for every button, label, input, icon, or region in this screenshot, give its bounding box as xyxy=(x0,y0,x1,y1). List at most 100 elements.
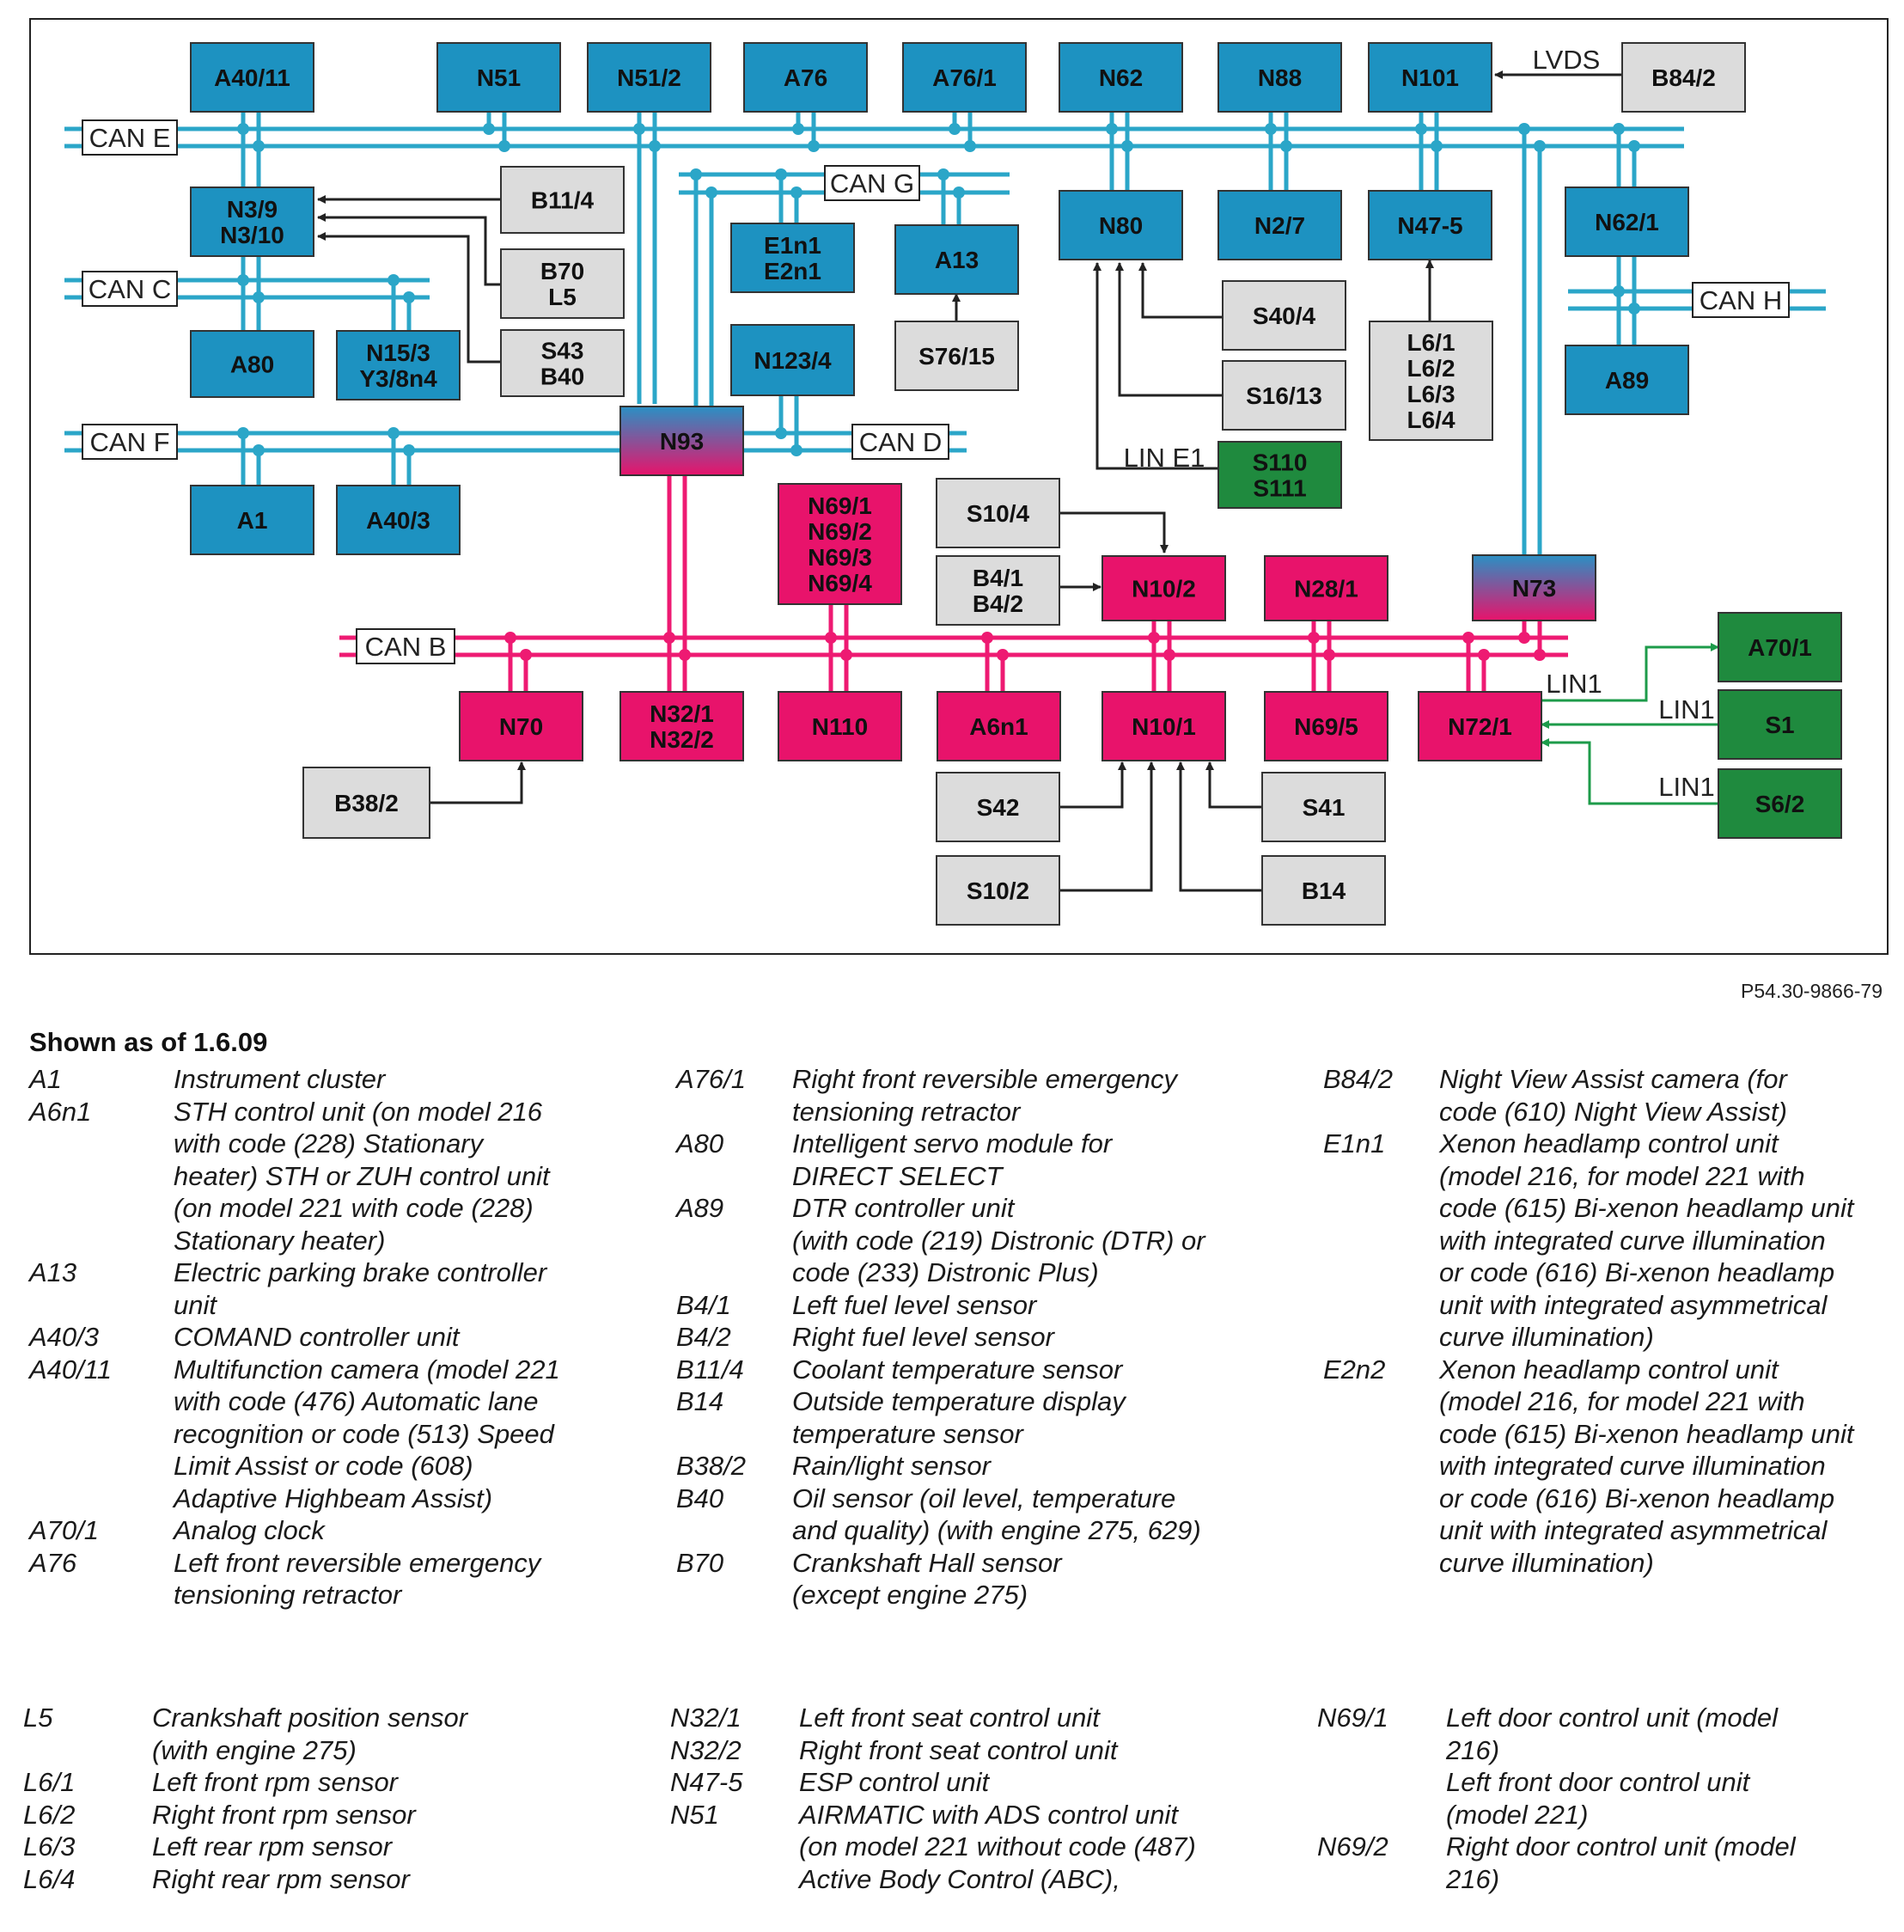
unit-label: A76/1 xyxy=(932,64,997,91)
unit-box-a89: A89 xyxy=(1565,345,1689,415)
legend-description: Coolant temperature sensor xyxy=(792,1354,1123,1385)
legend-code: B4/2 xyxy=(676,1322,731,1352)
legend-description: Left rear rpm sensor xyxy=(152,1831,393,1862)
unit-label: E1n1 xyxy=(764,232,821,259)
lin1-label-s1: LIN1 xyxy=(1658,694,1714,724)
legend-code: L6/2 xyxy=(23,1799,76,1830)
unit-label: N15/3 xyxy=(366,339,430,366)
unit-label: A80 xyxy=(230,352,274,378)
unit-label: N70 xyxy=(499,713,543,740)
can-b-junction-dots xyxy=(504,632,1546,661)
legend-code: A76 xyxy=(29,1547,77,1578)
unit-box-n15-3: N15/3Y3/8n4 xyxy=(336,330,461,400)
legend-description: Right fuel level sensor xyxy=(792,1322,1054,1352)
legend-description: ESP control unit xyxy=(799,1767,990,1797)
unit-label: N88 xyxy=(1258,64,1302,91)
unit-box-s76-15: S76/15 xyxy=(894,321,1019,391)
unit-box-s10-2: S10/2 xyxy=(936,855,1060,926)
legend-description: Left front seat control unit xyxy=(799,1703,1100,1733)
unit-label: N2/7 xyxy=(1254,212,1305,239)
unit-label: N69/5 xyxy=(1294,713,1358,740)
legend-description: Right front rpm sensor xyxy=(152,1799,416,1830)
unit-label: N69/1 xyxy=(808,492,872,519)
unit-box-s1: S1 xyxy=(1718,689,1842,760)
network-topology-diagram: CAN E CAN C CAN F CAN G CAN D CAN H xyxy=(29,18,1889,955)
unit-box-a80: A80 xyxy=(190,330,314,398)
legend-code: N51 xyxy=(670,1799,719,1830)
unit-box-s42: S42 xyxy=(936,772,1060,842)
unit-label: N62/1 xyxy=(1595,209,1659,235)
unit-box-b11-4: B11/4 xyxy=(500,166,625,234)
legend-code: B38/2 xyxy=(676,1451,747,1481)
unit-box-b14: B14 xyxy=(1261,855,1386,926)
unit-label: L6/2 xyxy=(1407,355,1455,382)
lvds-label: LVDS xyxy=(1533,45,1601,75)
unit-label: N62 xyxy=(1099,64,1143,91)
unit-label: S6/2 xyxy=(1755,791,1805,817)
unit-label: A76 xyxy=(784,64,827,91)
unit-box-n88: N88 xyxy=(1217,42,1342,113)
unit-box-n70: N70 xyxy=(459,691,583,761)
legend-description: Right door control unit (model 216) xyxy=(1446,1831,1796,1894)
unit-label: S16/13 xyxy=(1246,382,1322,409)
unit-label: S111 xyxy=(1253,475,1306,502)
legend-code: A89 xyxy=(676,1193,724,1223)
unit-label: B14 xyxy=(1302,877,1346,904)
sensor-arrows xyxy=(317,70,1622,892)
legend-description: Left front rpm sensor xyxy=(152,1767,399,1797)
legend-code: N47-5 xyxy=(670,1767,743,1797)
unit-box-n51: N51 xyxy=(436,42,561,113)
unit-label: S40/4 xyxy=(1253,303,1316,329)
unit-label: S10/4 xyxy=(967,500,1030,527)
legend-code: A1 xyxy=(29,1064,62,1094)
unit-box-n10-1: N10/1 xyxy=(1102,691,1226,761)
unit-label: N110 xyxy=(812,713,868,740)
unit-box-a70-1: A70/1 xyxy=(1718,612,1842,682)
legend-code: A6n1 xyxy=(29,1096,92,1127)
unit-label: L5 xyxy=(548,284,577,310)
unit-label: N69/2 xyxy=(808,518,872,545)
unit-label: N10/2 xyxy=(1132,576,1196,602)
legend-code: E2n2 xyxy=(1323,1354,1386,1385)
lin1-label-s6: LIN1 xyxy=(1658,772,1714,802)
legend-code: E1n1 xyxy=(1323,1128,1386,1159)
unit-box-b38-2: B38/2 xyxy=(302,767,430,839)
unit-box-n10-2: N10/2 xyxy=(1102,555,1226,621)
unit-box-n2-7: N2/7 xyxy=(1217,190,1342,260)
unit-label: A70/1 xyxy=(1748,634,1812,661)
unit-box-n47-5: N47-5 xyxy=(1368,190,1492,260)
legend-code: B84/2 xyxy=(1323,1064,1394,1094)
unit-box-n3-9: N3/9N3/10 xyxy=(190,186,314,257)
unit-box-n28-1: N28/1 xyxy=(1264,555,1388,621)
unit-label: N69/4 xyxy=(808,570,872,596)
figure-reference-code: P54.30-9866-79 xyxy=(1741,980,1883,1002)
unit-label: A1 xyxy=(237,507,268,534)
can-g-label: CAN G xyxy=(824,165,920,201)
legend-description: Left front reversible emergency tensioni… xyxy=(174,1547,541,1611)
unit-box-n72-1: N72/1 xyxy=(1418,691,1542,761)
unit-box-a40-11: A40/11 xyxy=(190,42,314,113)
legend-description: Crankshaft position sensor (with engine … xyxy=(152,1703,468,1765)
legend-description: Crankshaft Hall sensor (except engine 27… xyxy=(792,1547,1062,1611)
unit-label: N47-5 xyxy=(1397,212,1462,239)
legend-code: L6/4 xyxy=(23,1863,76,1894)
